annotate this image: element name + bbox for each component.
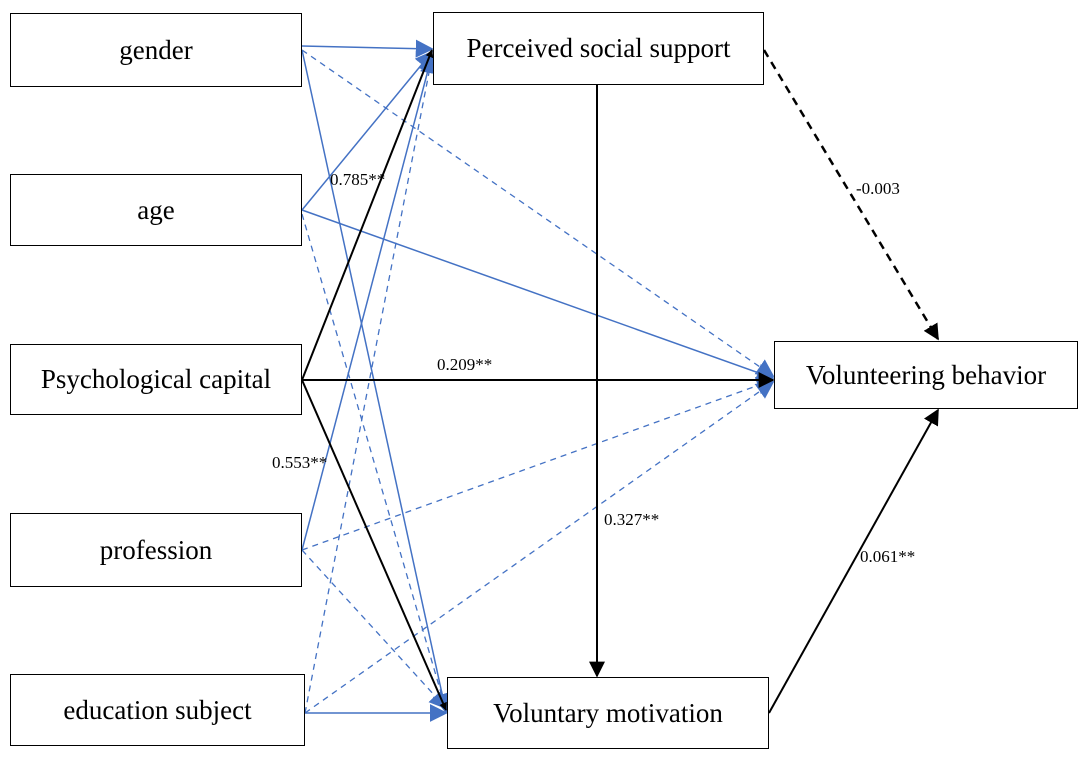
edge-vm-to-vb xyxy=(768,408,939,714)
node-education-subject: education subject xyxy=(10,674,305,746)
coef-pss-to-vm: 0.327** xyxy=(604,510,660,529)
edge-psycap-to-vm xyxy=(301,379,447,711)
edge-education-to-pss xyxy=(304,55,438,714)
edge-pss-to-vb xyxy=(762,49,940,341)
edge-education-to-vb xyxy=(304,380,775,714)
edge-gender-to-pss xyxy=(301,39,434,58)
edge-profession-to-pss xyxy=(301,53,437,551)
coef-vm-to-vb: 0.061** xyxy=(860,547,916,566)
edge-profession-to-vb xyxy=(301,377,775,551)
edge-age-to-vb xyxy=(301,209,775,382)
node-age: age xyxy=(10,174,302,246)
node-voluntary-motivation: Voluntary motivation xyxy=(447,677,769,749)
node-volunteering-behavior: Volunteering behavior xyxy=(774,341,1078,409)
coef-psycap-to-vm: 0.553** xyxy=(272,453,328,472)
node-psychological-capital: Psychological capital xyxy=(10,344,302,415)
node-gender: gender xyxy=(10,13,302,87)
edge-psycap-to-pss xyxy=(301,49,434,381)
edge-age-to-vm xyxy=(301,213,451,712)
edge-profession-to-vm xyxy=(301,549,448,710)
coef-psycap-to-pss: 0.785** xyxy=(330,170,386,189)
edge-gender-to-vb xyxy=(301,49,775,378)
coef-pss-to-vb: -0.003 xyxy=(856,179,900,198)
coef-psycap-to-vb: 0.209** xyxy=(437,355,493,374)
node-profession: profession xyxy=(10,513,302,587)
node-perceived-social-support: Perceived social support xyxy=(433,12,764,85)
edge-age-to-pss xyxy=(301,50,434,211)
